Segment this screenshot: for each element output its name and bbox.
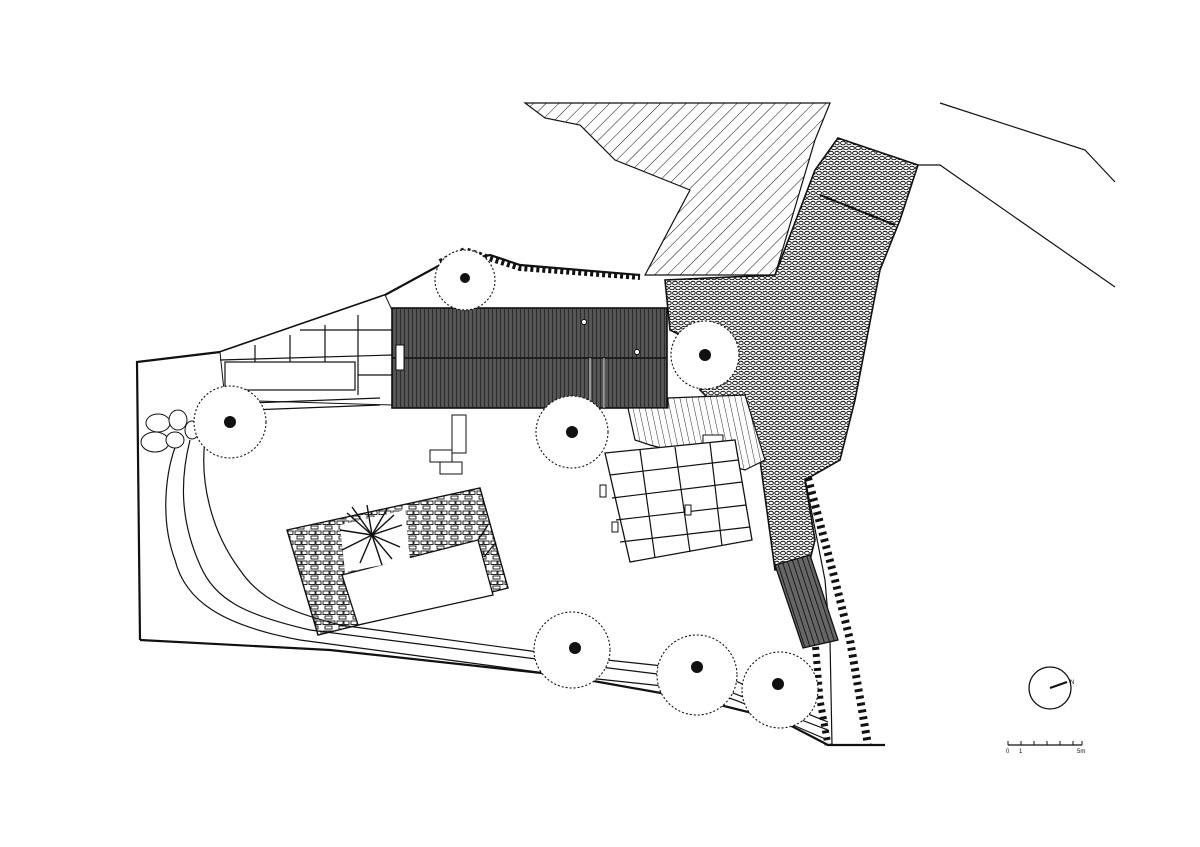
north-arrow-icon: N <box>1028 666 1074 710</box>
scale-label-5m: 5m <box>1077 749 1085 755</box>
tree-icon <box>535 395 609 469</box>
scale-label-1: 1 <box>1019 749 1023 755</box>
tree-icon <box>670 320 740 390</box>
swimming-pool <box>286 487 509 636</box>
agave-plant-icon <box>339 504 403 566</box>
house-roof <box>391 307 668 409</box>
road-edge <box>918 102 1116 288</box>
neighbour-building <box>523 102 831 276</box>
tree-icon <box>193 385 267 459</box>
tree-icon <box>741 651 819 729</box>
scale-label-0: 0 <box>1006 749 1010 755</box>
access-ramp <box>774 554 839 649</box>
pavers <box>429 414 467 475</box>
tree-icon <box>533 611 611 689</box>
pergola <box>599 439 753 563</box>
north-label: N <box>1070 680 1074 686</box>
tree-icon <box>434 249 496 311</box>
boulders <box>140 409 200 453</box>
cobblestone-courtyard <box>664 137 920 572</box>
tree-icon <box>656 634 738 716</box>
scale-bar: 0 1 5m <box>1006 741 1085 755</box>
